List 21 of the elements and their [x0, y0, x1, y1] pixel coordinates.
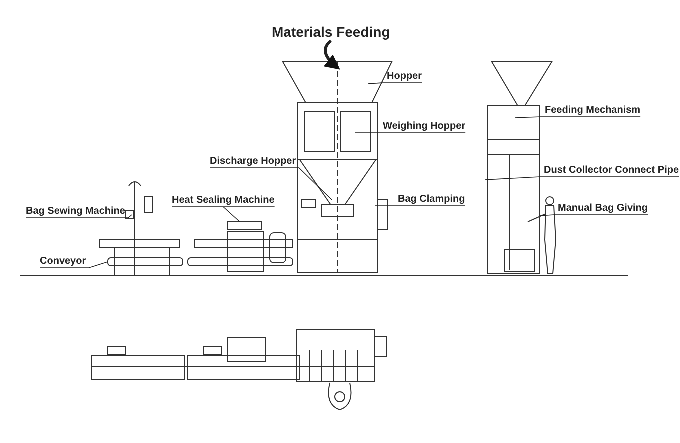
part-label: Heat Sealing Machine — [172, 196, 275, 206]
part-label: Bag Sewing Machine — [26, 207, 126, 217]
leader-line — [210, 168, 332, 200]
leader-line — [26, 214, 132, 218]
feed-label: Materials Feeding — [272, 25, 390, 39]
leader-line — [40, 262, 108, 268]
part-label: Dust Collector Connect Pipe — [544, 166, 680, 176]
leader-line — [354, 132, 466, 134]
leader-line — [172, 206, 276, 222]
leader-line — [514, 116, 641, 118]
feed-arrow — [324, 40, 340, 70]
part-label: Manual Bag Giving — [558, 204, 648, 214]
part-label: Conveyor — [40, 257, 86, 267]
part-label: Feeding Mechanism — [545, 106, 641, 116]
leader-line — [540, 214, 648, 216]
part-label: Hopper — [387, 72, 422, 82]
part-label: Discharge Hopper — [210, 157, 296, 167]
leader-line — [368, 82, 422, 84]
part-label: Weighing Hopper — [383, 122, 466, 132]
part-label: Bag Clamping — [398, 195, 466, 205]
leader-line — [484, 176, 680, 180]
